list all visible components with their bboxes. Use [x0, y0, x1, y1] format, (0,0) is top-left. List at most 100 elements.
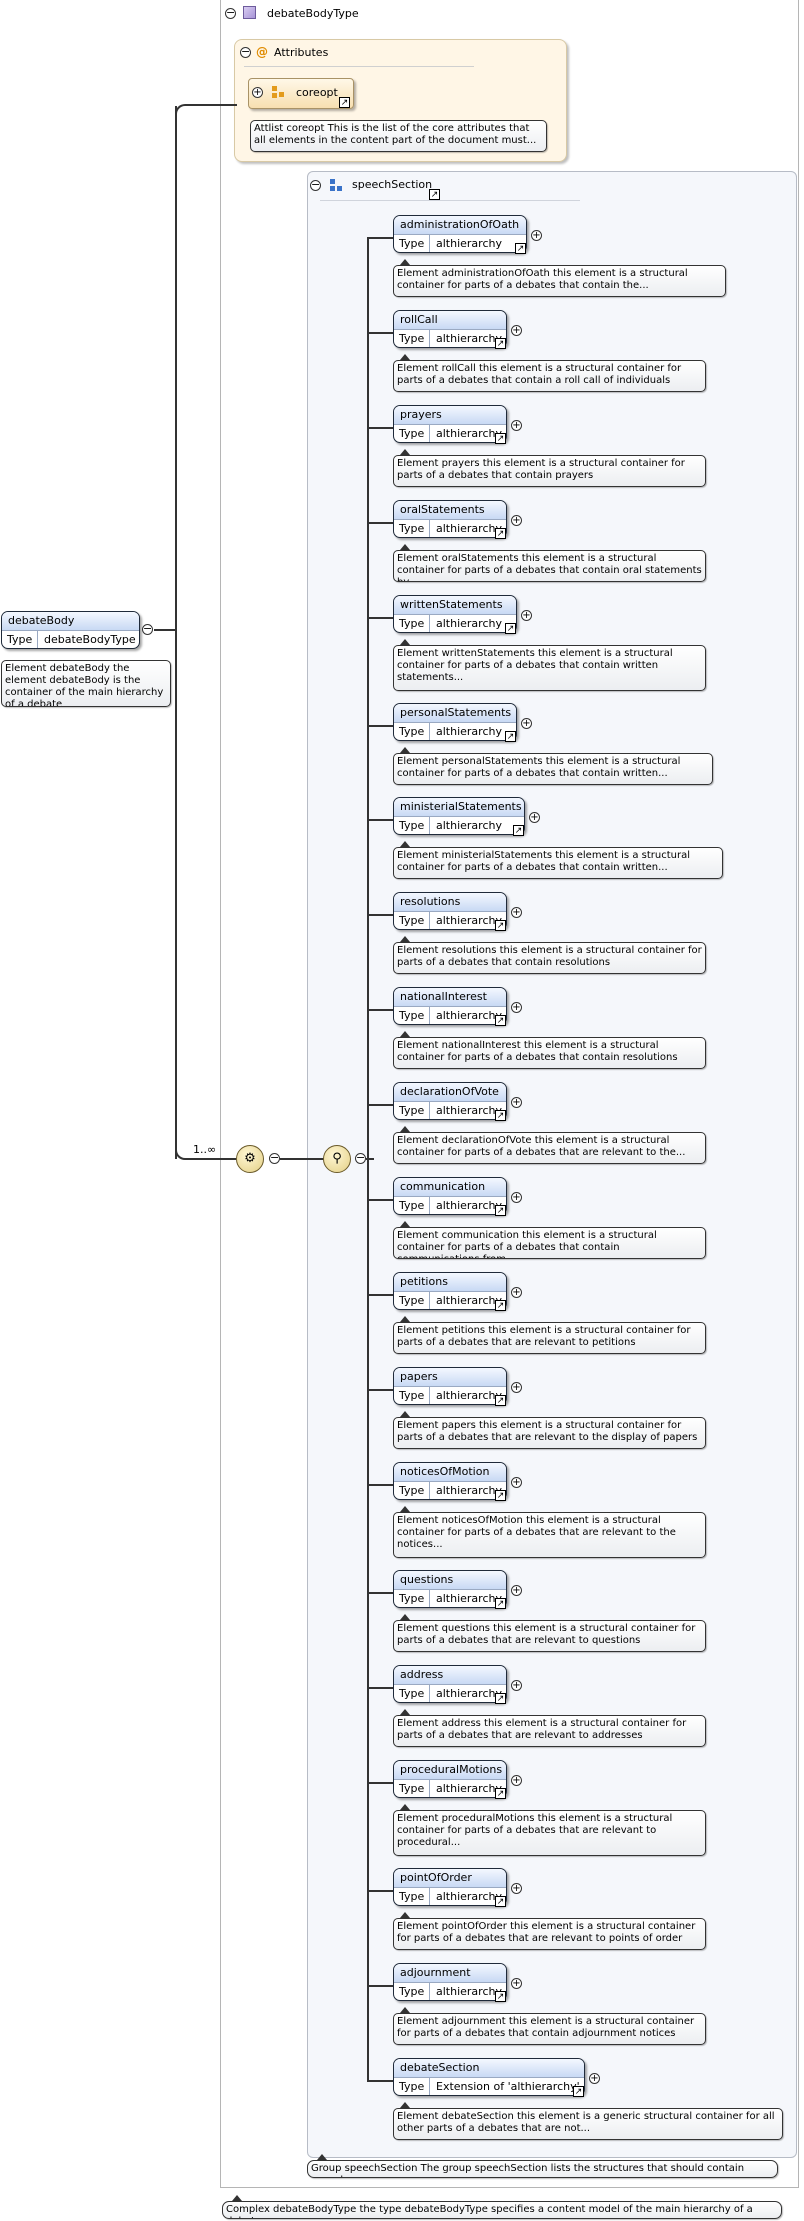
attribute-at-icon: @: [256, 45, 268, 59]
element-link-icon[interactable]: ↗: [495, 1693, 506, 1704]
element-link-icon[interactable]: ↗: [495, 1788, 506, 1799]
collapse-choice-button[interactable]: −: [355, 1151, 366, 1164]
debate-body-name: debateBody: [2, 612, 139, 631]
element-link-icon[interactable]: ↗: [495, 528, 506, 539]
expand-element-button[interactable]: +: [511, 1477, 522, 1488]
expand-element-button[interactable]: +: [521, 718, 532, 729]
element-description: Element papers this element is a structu…: [393, 1417, 706, 1449]
expand-element-button[interactable]: +: [529, 812, 540, 823]
description-pointer: [400, 544, 410, 550]
expand-element-button[interactable]: +: [511, 1883, 522, 1894]
sequence-compositor-icon[interactable]: ⚙: [236, 1145, 264, 1173]
expand-element-button[interactable]: +: [511, 325, 522, 336]
choice-compositor-icon[interactable]: ⚲: [323, 1145, 351, 1173]
element-link-icon[interactable]: ↗: [513, 825, 524, 836]
element-name: noticesOfMotion: [394, 1463, 506, 1482]
description-pointer: [400, 1031, 410, 1037]
element-name: pointOfOrder: [394, 1869, 506, 1888]
description-pointer: [400, 747, 410, 753]
expand-element-button[interactable]: +: [511, 1097, 522, 1108]
coreopt-name: coreopt: [296, 86, 338, 99]
collapse-group-button[interactable]: −: [310, 178, 321, 191]
element-link-icon[interactable]: ↗: [495, 338, 506, 349]
attribute-group-coreopt[interactable]: [248, 78, 354, 109]
expand-element-button[interactable]: +: [511, 1775, 522, 1786]
expand-element-button[interactable]: +: [511, 515, 522, 526]
element-type-label: Type: [394, 1983, 430, 2000]
expand-coreopt-button[interactable]: +: [252, 87, 263, 98]
connector-trunk-bottom-curve: [175, 1148, 187, 1160]
connector-child: [369, 1592, 393, 1594]
element-link-icon[interactable]: ↗: [495, 1110, 506, 1121]
connector-child: [369, 522, 393, 524]
element-link-icon[interactable]: ↗: [495, 1300, 506, 1311]
expand-element-button[interactable]: +: [511, 1978, 522, 1989]
element-link-icon[interactable]: ↗: [495, 1598, 506, 1609]
element-link-icon[interactable]: ↗: [495, 920, 506, 931]
element-type-label: Type: [394, 615, 430, 632]
element-link-icon[interactable]: ↗: [495, 1205, 506, 1216]
element-description: Element resolutions this element is a st…: [393, 942, 706, 974]
connector-child: [369, 617, 393, 619]
debate-body-type-row: Type debateBodyType: [2, 631, 139, 648]
expand-element-button[interactable]: +: [511, 1382, 522, 1393]
element-link-icon[interactable]: ↗: [495, 1395, 506, 1406]
element-type-value: althierarchy: [436, 1294, 502, 1307]
expand-element-button[interactable]: +: [511, 1192, 522, 1203]
expand-element-button[interactable]: +: [511, 1002, 522, 1013]
element-link-icon[interactable]: ↗: [495, 433, 506, 444]
connector-child: [369, 1782, 393, 1784]
element-link-icon[interactable]: ↗: [505, 623, 516, 634]
element-link-icon[interactable]: ↗: [515, 243, 526, 254]
element-link-icon[interactable]: ↗: [573, 2086, 584, 2097]
group-title: speechSection: [352, 178, 433, 191]
element-link-icon[interactable]: ↗: [495, 1991, 506, 2002]
collapse-complex-type-button[interactable]: −: [225, 6, 236, 19]
connector-to-attributes: [185, 104, 237, 106]
coreopt-link-icon[interactable]: ↗: [339, 97, 350, 108]
element-link-icon[interactable]: ↗: [495, 1490, 506, 1501]
expand-element-button[interactable]: +: [511, 1585, 522, 1596]
element-link-icon[interactable]: ↗: [495, 1015, 506, 1026]
expand-element-button[interactable]: +: [511, 907, 522, 918]
element-type-value: althierarchy: [436, 332, 502, 345]
debate-body-element[interactable]: debateBody Type debateBodyType: [1, 611, 140, 649]
expand-element-button[interactable]: +: [511, 1680, 522, 1691]
element-link-icon[interactable]: ↗: [495, 1896, 506, 1907]
element-name: petitions: [394, 1273, 506, 1292]
collapse-debate-body-button[interactable]: −: [142, 622, 153, 635]
expand-element-button[interactable]: +: [511, 420, 522, 431]
element-link-icon[interactable]: ↗: [505, 731, 516, 742]
group-link-icon[interactable]: ↗: [429, 189, 440, 200]
expand-element-button[interactable]: +: [589, 2073, 600, 2084]
element-type-value: althierarchy: [436, 522, 502, 535]
expand-element-button[interactable]: +: [521, 610, 532, 621]
collapse-attributes-button[interactable]: −: [240, 45, 251, 58]
expand-element-button[interactable]: +: [531, 230, 542, 241]
collapse-sequence-button[interactable]: −: [269, 1151, 280, 1164]
expand-element-button[interactable]: +: [511, 1287, 522, 1298]
